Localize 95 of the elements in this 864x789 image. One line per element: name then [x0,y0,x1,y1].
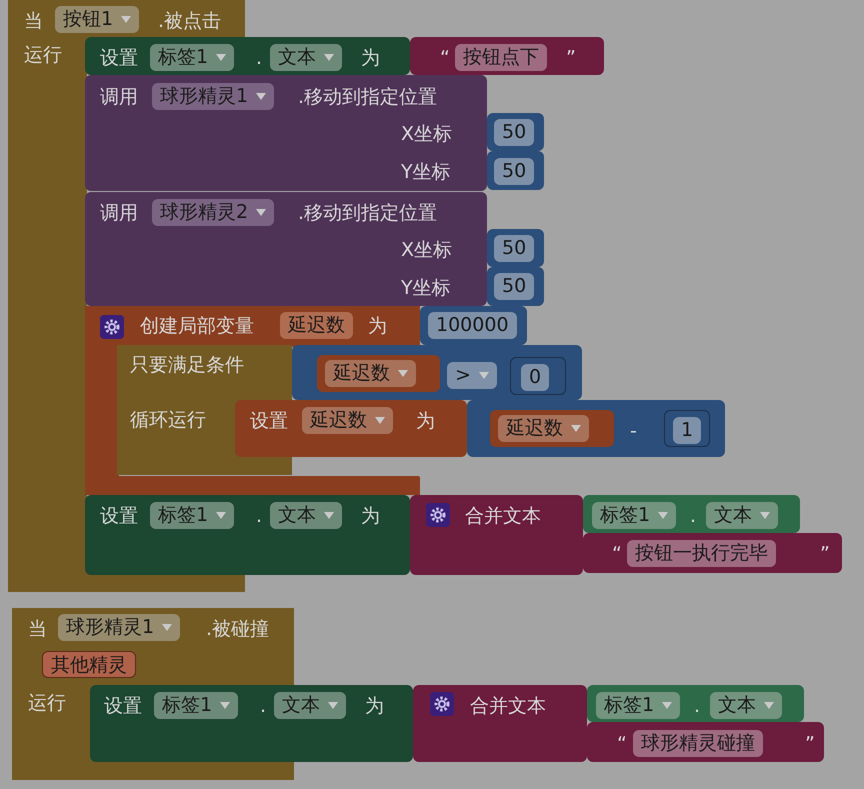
block-label: 运行 [28,691,66,716]
block-label: Y坐标 [401,160,451,185]
input-field: 50 [494,119,534,146]
join-text-block [413,685,587,762]
dropdown: 标签1 [150,502,234,529]
variable-set-block [235,400,467,457]
property-get-block [583,495,800,533]
number-block [420,306,527,345]
block-label: 当 [24,9,43,34]
block-label: ” [820,542,830,567]
block-label: 合并文本 [465,504,541,529]
compare-block [292,345,582,400]
block-label: ” [805,732,815,757]
input-field: 按钮点下 [455,44,547,71]
dropdown: 延迟数 [325,360,416,387]
input-field: 1 [673,417,702,444]
block-label: 创建局部变量 [140,314,254,339]
property-get-block [587,685,804,722]
block-label: X坐标 [401,122,452,147]
block-label: 设置 [100,46,138,71]
block-label: 合并文本 [470,694,546,719]
dropdown: 文本 [274,692,346,719]
text-block [583,533,842,573]
block-label: .移动到指定位置 [298,201,438,226]
method-call-block [85,192,487,306]
dropdown: 标签1 [592,502,676,529]
dropdown: 文本 [710,692,782,719]
block-label: . [694,694,700,719]
block-label: 循环运行 [130,408,206,433]
block-label: ” [566,46,576,71]
number-block [487,229,544,267]
input-field: 50 [494,158,534,185]
subtract-block [467,400,725,457]
method-call-block [85,75,487,191]
block-label: 设置 [104,694,142,719]
number-block [487,267,544,306]
block-label: 调用 [100,201,138,226]
block-label: . [690,504,696,529]
number-block [487,113,544,151]
block-label: - [630,419,637,444]
block-label: 为 [368,314,387,339]
block-label: 当 [28,617,47,642]
block-label: “ [440,46,450,71]
input-field: 50 [494,235,534,262]
input-field: 其他精灵 [42,651,136,678]
text-block [587,722,824,762]
dropdown: > [447,362,497,389]
dropdown: 延迟数 [498,415,589,442]
dropdown: 文本 [270,44,342,71]
variable-get-block [490,410,614,447]
block-label: . [256,504,262,529]
block-label: .被点击 [158,9,222,34]
dropdown: 延迟数 [302,407,393,434]
set-property-block [85,495,410,575]
block-label: 运行 [24,43,62,68]
dropdown: 球形精灵1 [58,614,180,641]
dropdown: 球形精灵2 [152,199,274,226]
dropdown: 标签1 [596,692,680,719]
text-block [410,37,604,75]
block-label: 设置 [250,409,288,434]
block-label: . [260,694,266,719]
number-block [487,151,544,190]
dropdown: 文本 [706,502,778,529]
input-field: 按钮一执行完毕 [627,540,776,567]
input-field: 100000 [428,312,517,339]
block-label: .被碰撞 [206,617,270,642]
block-label: “ [612,542,622,567]
dropdown: 标签1 [150,44,234,71]
while-loop-block [117,345,292,475]
number-block [664,410,710,447]
block-label: 为 [416,409,435,434]
set-property-block [90,685,413,762]
block-label: . [256,46,262,71]
number-block [510,357,566,395]
dropdown: 球形精灵1 [152,83,274,110]
block-label: Y坐标 [401,276,451,301]
dropdown: 按钮1 [55,6,140,33]
block-label: “ [617,732,627,757]
input-field: 延迟数 [280,312,353,339]
input-field: 50 [494,273,534,300]
input-field: 0 [521,364,550,391]
dropdown: 文本 [270,502,342,529]
variable-get-block [317,355,440,392]
join-text-block [410,495,583,575]
block-label: X坐标 [401,238,452,263]
block-label: .移动到指定位置 [298,85,438,110]
block-label: 调用 [100,85,138,110]
dropdown: 标签1 [154,692,238,719]
block-label: 只要满足条件 [130,353,244,378]
block-label: 为 [361,504,380,529]
block-label: 为 [361,46,380,71]
input-field: 球形精灵碰撞 [633,730,763,757]
block-label: 设置 [100,504,138,529]
block-label: 为 [365,694,384,719]
set-property-block [85,37,410,75]
